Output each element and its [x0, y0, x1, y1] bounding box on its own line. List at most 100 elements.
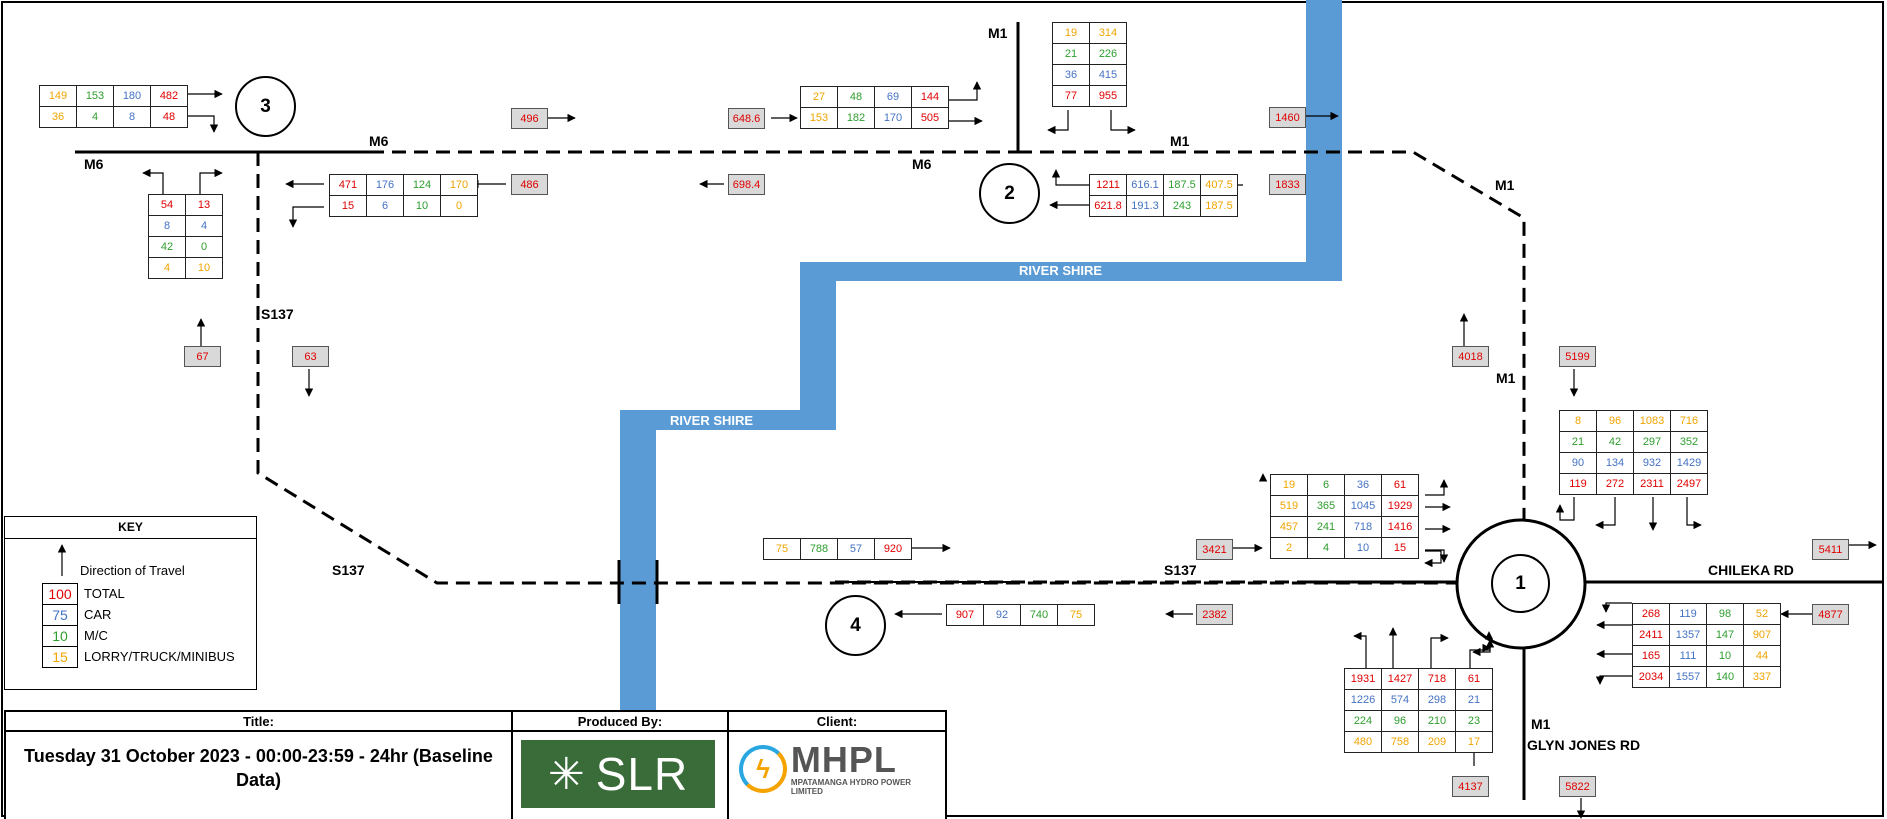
count-cell: 153: [801, 108, 838, 129]
count-cell: 297: [1634, 432, 1671, 453]
count-cell: 48: [838, 87, 875, 108]
key-lorry-swatch: 15: [42, 646, 78, 668]
count-cell: 75: [1058, 605, 1095, 626]
count-cell: 457: [1271, 517, 1308, 538]
slr-logo: ✳SLR: [521, 740, 715, 808]
count-cell: 61: [1382, 475, 1419, 496]
count-cell: 920: [875, 539, 912, 560]
count-cell: 519: [1271, 496, 1308, 517]
road-label-m1-top: M1: [988, 25, 1008, 41]
total-box: 4018: [1452, 346, 1489, 367]
count-cell: 10: [404, 196, 441, 217]
count-cell: 788: [801, 539, 838, 560]
count-cell: 6: [1308, 475, 1345, 496]
node-3: 3: [235, 76, 296, 137]
produced-by-header: Produced By:: [511, 710, 729, 732]
count-cell: 0: [441, 196, 478, 217]
count-cell: 187.5: [1201, 196, 1238, 217]
count-cell: 180: [114, 86, 151, 107]
title-header: Title:: [4, 710, 513, 732]
road-label-m1-east: M1: [1170, 133, 1190, 149]
count-cell: 6: [367, 196, 404, 217]
count-cell: 8: [1560, 411, 1597, 432]
count-cell: 8: [114, 107, 151, 128]
count-cell: 2: [1271, 538, 1308, 559]
count-cell: 272: [1597, 474, 1634, 495]
count-cell: 0: [186, 237, 223, 258]
count-cell: 365: [1308, 496, 1345, 517]
count-cell: 1429: [1671, 453, 1708, 474]
count-cell: 2411: [1633, 625, 1670, 646]
count-cell: 48: [151, 107, 188, 128]
count-cell: 15: [330, 196, 367, 217]
road-label-glyn-jones: GLYN JONES RD: [1527, 737, 1641, 753]
client-header: Client:: [727, 710, 947, 732]
count-cell: 1929: [1382, 496, 1419, 517]
total-box: 4877: [1812, 604, 1849, 625]
count-cell: 23: [1456, 711, 1493, 732]
count-cell: 298: [1419, 690, 1456, 711]
count-cell: 44: [1744, 646, 1781, 667]
road-label-s137-b: S137: [332, 562, 365, 578]
count-cell: 57: [838, 539, 875, 560]
key-total-label: TOTAL: [84, 586, 125, 601]
road-label-chileka: CHILEKA RD: [1708, 562, 1794, 578]
count-cell: 42: [149, 237, 186, 258]
key-car-label: CAR: [84, 607, 112, 622]
count-cell: 61: [1456, 669, 1493, 690]
count-cell: 505: [912, 108, 949, 129]
count-cell: 182: [838, 108, 875, 129]
count-cell: 36: [1053, 65, 1090, 86]
road-label-s137-c: S137: [1164, 562, 1197, 578]
count-cell: 716: [1671, 411, 1708, 432]
node-4: 4: [825, 595, 886, 656]
count-cell: 176: [367, 175, 404, 196]
count-cell: 1931: [1345, 669, 1382, 690]
key-lorry-label: LORRY/TRUCK/MINIBUS: [84, 649, 235, 664]
count-cell: 10: [1345, 538, 1382, 559]
count-cell: 15: [1382, 538, 1419, 559]
count-cell: 415: [1090, 65, 1127, 86]
slr-logo-text: SLR: [595, 748, 689, 800]
key-direction-label: Direction of Travel: [80, 563, 185, 578]
total-box: 648.6: [728, 108, 765, 129]
total-box: 5822: [1559, 776, 1596, 797]
count-cell: 90: [1560, 453, 1597, 474]
count-cell: 616.1: [1127, 175, 1164, 196]
count-cell: 241: [1308, 517, 1345, 538]
mhpl-logo: ϟ MHPL MPATAMANGA HYDRO POWER LIMITED: [739, 742, 945, 796]
count-cell: 243: [1164, 196, 1201, 217]
count-cell: 352: [1671, 432, 1708, 453]
river-label-upper: RIVER SHIRE: [1019, 263, 1103, 278]
count-cell: 52: [1744, 604, 1781, 625]
road-label-m1-bottom: M1: [1531, 716, 1551, 732]
count-cell: 92: [984, 605, 1021, 626]
count-cell: 124: [404, 175, 441, 196]
river-label-lower: RIVER SHIRE: [670, 413, 754, 428]
count-cell: 153: [77, 86, 114, 107]
total-box: 2382: [1196, 604, 1233, 625]
count-cell: 111: [1670, 646, 1707, 667]
total-box: 1460: [1269, 107, 1306, 128]
count-cell: 226: [1090, 44, 1127, 65]
count-cell: 147: [1707, 625, 1744, 646]
count-cell: 21: [1053, 44, 1090, 65]
count-cell: 21: [1560, 432, 1597, 453]
count-cell: 1357: [1670, 625, 1707, 646]
total-box: 63: [292, 346, 329, 367]
count-cell: 4: [149, 258, 186, 279]
count-cell: 407.5: [1201, 175, 1238, 196]
count-cell: 2034: [1633, 667, 1670, 688]
count-cell: 17: [1456, 732, 1493, 753]
count-cell: 4: [77, 107, 114, 128]
produced-by-body: ✳SLR: [511, 732, 729, 819]
count-cell: 98: [1707, 604, 1744, 625]
count-cell: 19: [1053, 23, 1090, 44]
